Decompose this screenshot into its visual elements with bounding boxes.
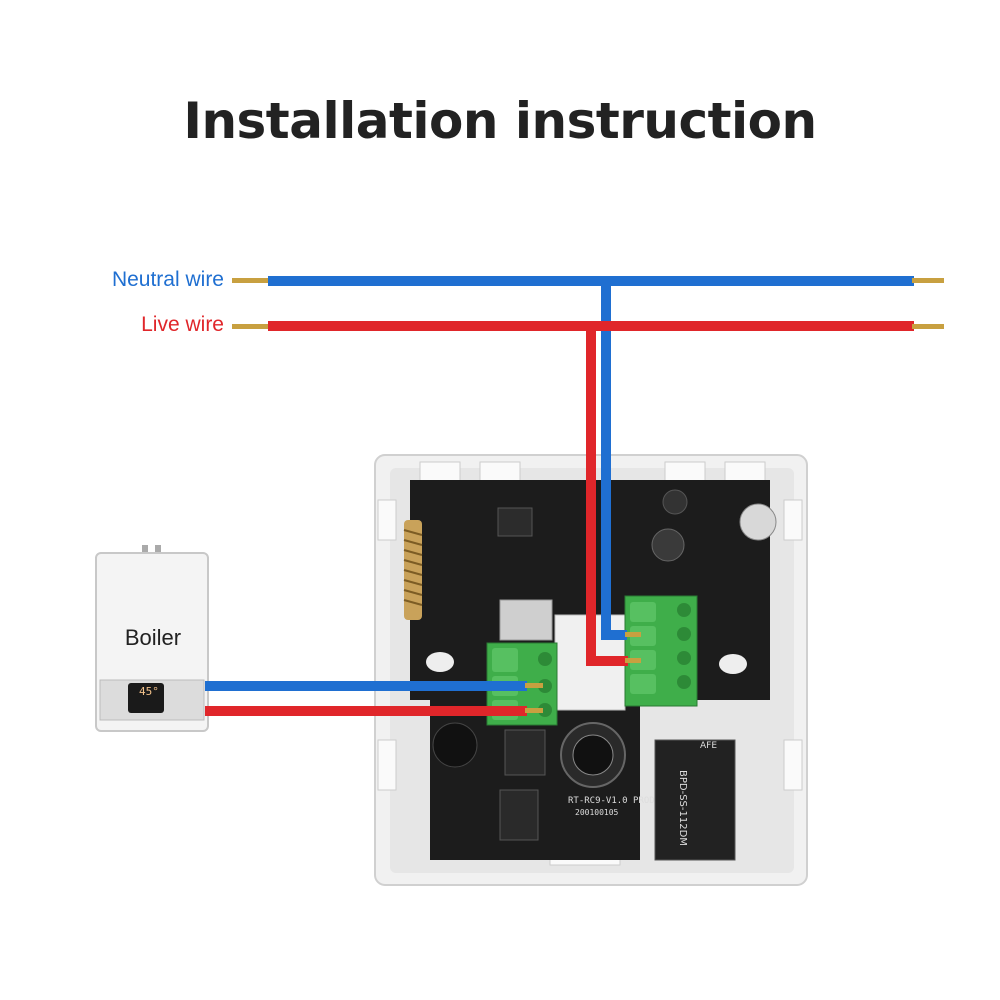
live-wire-label: Live wire xyxy=(141,313,224,336)
board-model-text: RT-RC9-V1.0 PROD xyxy=(568,796,655,806)
boiler-label: Boiler xyxy=(124,625,182,650)
svg-text:AFE: AFE xyxy=(700,741,717,751)
boiler-temperature-display: 45° xyxy=(139,685,159,698)
relay: BPD-SS-112DM AFE xyxy=(654,739,736,861)
board-date-text: 200100105 xyxy=(575,808,619,817)
page-title: Installation instruction xyxy=(183,92,817,150)
neutral-wire xyxy=(205,276,944,691)
live-wire xyxy=(205,321,944,716)
antenna-spring xyxy=(403,520,423,620)
boiler-unit xyxy=(95,545,209,732)
neutral-wire-label: Neutral wire xyxy=(111,268,224,291)
svg-text:BPD-SS-112DM: BPD-SS-112DM xyxy=(677,770,688,846)
terminal-block-right xyxy=(624,595,698,707)
